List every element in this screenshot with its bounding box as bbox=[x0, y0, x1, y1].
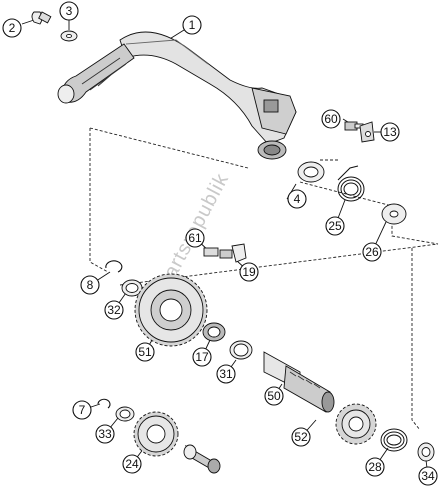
bushing-part bbox=[183, 444, 221, 474]
callout-61[interactable]: 61 bbox=[185, 228, 205, 248]
guide-plate-part bbox=[203, 243, 247, 263]
torsion-spring-part bbox=[337, 165, 365, 202]
callout-60[interactable]: 60 bbox=[321, 109, 341, 129]
callout-label: 17 bbox=[195, 350, 209, 364]
callout-label: 26 bbox=[365, 245, 379, 259]
callout-label: 3 bbox=[66, 4, 73, 18]
callout-1[interactable]: 1 bbox=[182, 15, 202, 35]
callout-label: 32 bbox=[107, 303, 121, 317]
kickstarter-shaft-part bbox=[263, 351, 335, 413]
callout-label: 2 bbox=[9, 21, 16, 35]
screw-bracket-part bbox=[344, 121, 375, 143]
kickstarter-gear-part bbox=[134, 273, 208, 347]
washer-34-part bbox=[417, 442, 435, 462]
callout-28[interactable]: 28 bbox=[365, 457, 385, 477]
ratchet-spring-part bbox=[380, 428, 408, 452]
callout-label: 31 bbox=[219, 367, 233, 381]
callout-13[interactable]: 13 bbox=[380, 122, 400, 142]
callout-label: 24 bbox=[125, 457, 139, 471]
washer-31-part bbox=[229, 340, 253, 360]
callout-52[interactable]: 52 bbox=[291, 427, 311, 447]
callout-7[interactable]: 7 bbox=[72, 400, 92, 420]
callout-label: 51 bbox=[138, 345, 152, 359]
callout-32[interactable]: 32 bbox=[104, 300, 124, 320]
callout-8[interactable]: 8 bbox=[80, 275, 100, 295]
callout-50[interactable]: 50 bbox=[264, 386, 284, 406]
washer-part bbox=[60, 30, 78, 42]
callout-label: 60 bbox=[324, 112, 338, 126]
callout-label: 19 bbox=[242, 265, 256, 279]
callout-31[interactable]: 31 bbox=[216, 364, 236, 384]
callout-26[interactable]: 26 bbox=[362, 242, 382, 262]
spring-washer-part bbox=[381, 203, 407, 225]
needle-bearing-part bbox=[202, 322, 226, 342]
callout-label: 1 bbox=[189, 18, 196, 32]
circlip-7-part bbox=[97, 398, 111, 409]
callout-label: 52 bbox=[294, 430, 308, 444]
washer-32-part bbox=[121, 279, 143, 297]
callout-label: 61 bbox=[188, 231, 202, 245]
callout-label: 50 bbox=[267, 389, 281, 403]
idler-gear-part bbox=[133, 411, 179, 457]
callout-label: 33 bbox=[98, 427, 112, 441]
callout-label: 25 bbox=[328, 219, 342, 233]
assembly-frame bbox=[89, 127, 439, 431]
thrust-washer-part bbox=[297, 161, 325, 183]
callout-24[interactable]: 24 bbox=[122, 454, 142, 474]
washer-33-part bbox=[115, 406, 135, 422]
ratchet-gear-part bbox=[335, 403, 377, 445]
callout-34[interactable]: 34 bbox=[418, 466, 438, 486]
callout-4[interactable]: 4 bbox=[287, 189, 307, 209]
callout-25[interactable]: 25 bbox=[325, 216, 345, 236]
callout-33[interactable]: 33 bbox=[95, 424, 115, 444]
callout-label: 7 bbox=[79, 403, 86, 417]
callout-51[interactable]: 51 bbox=[135, 342, 155, 362]
callout-3[interactable]: 3 bbox=[59, 1, 79, 21]
callout-label: 28 bbox=[368, 460, 382, 474]
callout-label: 34 bbox=[421, 469, 435, 483]
callout-label: 13 bbox=[383, 125, 397, 139]
bolt-part bbox=[31, 11, 52, 25]
callout-2[interactable]: 2 bbox=[2, 18, 22, 38]
callout-17[interactable]: 17 bbox=[192, 347, 212, 367]
callout-label: 4 bbox=[294, 192, 301, 206]
callout-label: 8 bbox=[87, 278, 94, 292]
kickstarter-lever-part bbox=[57, 31, 297, 160]
callout-19[interactable]: 19 bbox=[239, 262, 259, 282]
circlip-part bbox=[105, 260, 123, 273]
